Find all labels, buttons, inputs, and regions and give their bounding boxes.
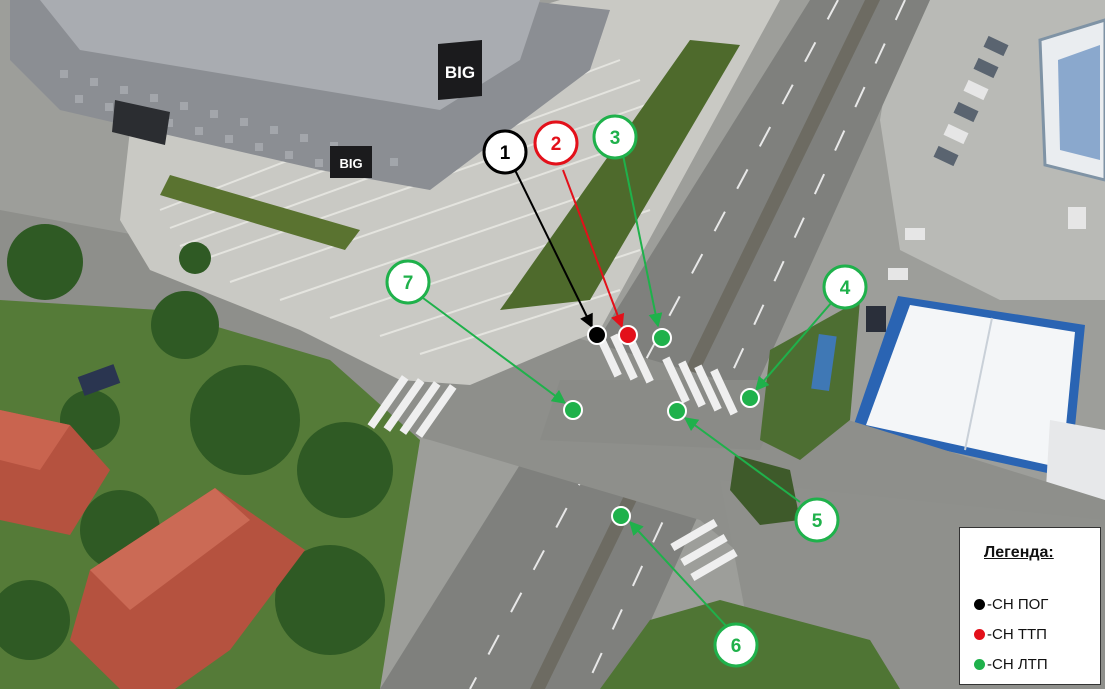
marker-6-label: 6 (731, 636, 742, 657)
leader-3 (622, 154, 663, 328)
leader-1 (514, 169, 593, 329)
leader-2 (562, 169, 625, 329)
legend-entry-pog: -СН ПОГ (974, 594, 1048, 614)
legend-entry-ltp: -СН ЛТП (974, 654, 1048, 674)
legend-title: Легенда: (984, 544, 1054, 561)
marker-1[interactable]: 1 (482, 129, 528, 175)
leader-7 (422, 297, 567, 404)
traffic-island (730, 455, 800, 525)
point-5-dot[interactable] (667, 401, 687, 421)
point-2-dot[interactable] (618, 325, 638, 345)
marker-7-label: 7 (403, 273, 414, 294)
leader-6 (629, 520, 729, 629)
marker-1-label: 1 (500, 143, 511, 164)
parked-cars (866, 35, 1086, 332)
legend-dot-green (974, 658, 985, 670)
marker-3[interactable]: 3 (592, 114, 638, 160)
legend-label-ltp: -СН ЛТП (987, 655, 1048, 673)
marker-3-label: 3 (610, 128, 621, 149)
point-7-dot[interactable] (563, 400, 583, 420)
point-4-dot[interactable] (740, 388, 760, 408)
big-sign-1-box (438, 40, 482, 100)
price-sign (811, 334, 837, 391)
legend-dot-black (974, 598, 985, 610)
big-sign-2-box (330, 146, 372, 178)
leader-4 (755, 301, 833, 392)
plaza-green-strip (500, 40, 740, 310)
lane-markings (469, 0, 906, 689)
mall-roof (40, 0, 540, 110)
house-2 (70, 488, 305, 689)
point-1-dot[interactable] (587, 325, 607, 345)
marker-4[interactable]: 4 (822, 264, 868, 310)
plaza-green-left (160, 175, 360, 250)
marker-7[interactable]: 7 (385, 259, 431, 305)
legend-label-ttp: -СН ТТП (987, 625, 1047, 643)
leader-5 (683, 417, 801, 503)
marker-5-label: 5 (812, 511, 823, 532)
crosswalks (367, 330, 738, 581)
marker-2-label: 2 (551, 134, 562, 155)
legend-box: Легенда: -СН ПОГ -СН ТТП -СН ЛТП (959, 527, 1101, 685)
marker-5[interactable]: 5 (794, 497, 840, 543)
big-sign-1: BIG (445, 63, 475, 82)
legend-dot-red (974, 628, 985, 640)
legend-entry-ttp: -СН ТТП (974, 624, 1047, 644)
legend-label-pog: -СН ПОГ (987, 595, 1049, 613)
mall-entrance (112, 100, 170, 145)
point-6-dot[interactable] (611, 506, 631, 526)
marker-2[interactable]: 2 (533, 120, 579, 166)
point-3-dot[interactable] (652, 328, 672, 348)
marker-6[interactable]: 6 (713, 622, 759, 668)
big-sign-2: BIG (339, 156, 362, 171)
marker-4-label: 4 (840, 278, 851, 299)
